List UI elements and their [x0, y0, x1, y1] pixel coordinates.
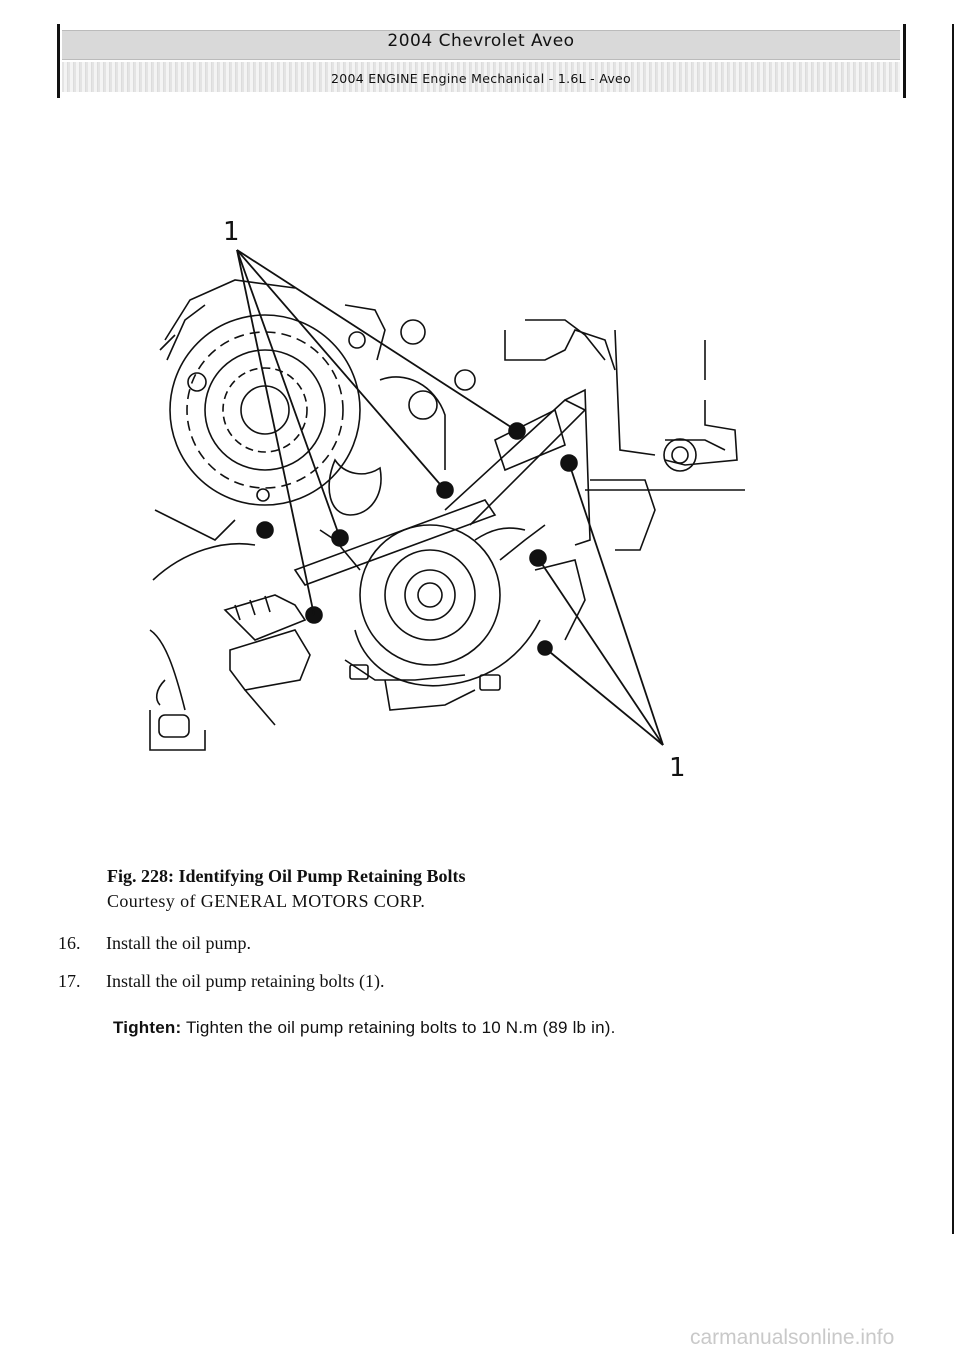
step-text: Install the oil pump retaining bolts (1)… — [106, 971, 385, 991]
torque-label: Tighten: — [113, 1018, 182, 1037]
callout-label-bottom: 1 — [669, 753, 686, 780]
oil-pump-drawing — [319, 524, 586, 711]
figure-caption: Fig. 228: Identifying Oil Pump Retaining… — [107, 866, 466, 912]
header-subtitle-bar — [62, 62, 900, 92]
oil-pump-bolts-illustration: 1 1 — [145, 210, 760, 780]
procedure-step: 17. Install the oil pump retaining bolts… — [58, 971, 878, 1009]
oil-pipe-drawing — [223, 594, 311, 726]
engine-block-drawing — [344, 304, 745, 551]
step-text: Install the oil pump. — [106, 933, 251, 953]
page-border-left — [57, 24, 60, 98]
procedure-step: 16. Install the oil pump. — [58, 933, 878, 971]
page-border-right — [903, 24, 906, 98]
figure-caption-credit: Courtesy of GENERAL MOTORS CORP. — [107, 891, 426, 911]
site-watermark: carmanualsonline.info — [690, 1326, 895, 1349]
torque-specification: Tighten: Tighten the oil pump retaining … — [113, 1018, 616, 1038]
figure-caption-title: Fig. 228: Identifying Oil Pump Retaining… — [107, 866, 466, 886]
bolt-heads — [187, 372, 578, 656]
page-edge-rule — [952, 24, 954, 1234]
header-subtitle: 2004 ENGINE Engine Mechanical - 1.6L - A… — [331, 71, 631, 86]
header-title: 2004 Chevrolet Aveo — [387, 31, 575, 51]
callout-leader-lines — [236, 249, 664, 746]
step-number: 16. — [58, 933, 81, 953]
header-title-bar — [62, 30, 900, 60]
procedure-steps: 16. Install the oil pump. 17. Install th… — [58, 933, 878, 1009]
torque-text: Tighten the oil pump retaining bolts to … — [185, 1018, 616, 1037]
bracket-drawing — [293, 388, 591, 586]
step-number: 17. — [58, 971, 81, 991]
document-header: 2004 Chevrolet Aveo 2004 ENGINE Engine M… — [62, 28, 900, 94]
callout-label-top: 1 — [223, 217, 240, 247]
crank-pulley-drawing — [149, 279, 361, 751]
engine-line-drawing: 1 1 — [149, 217, 745, 780]
